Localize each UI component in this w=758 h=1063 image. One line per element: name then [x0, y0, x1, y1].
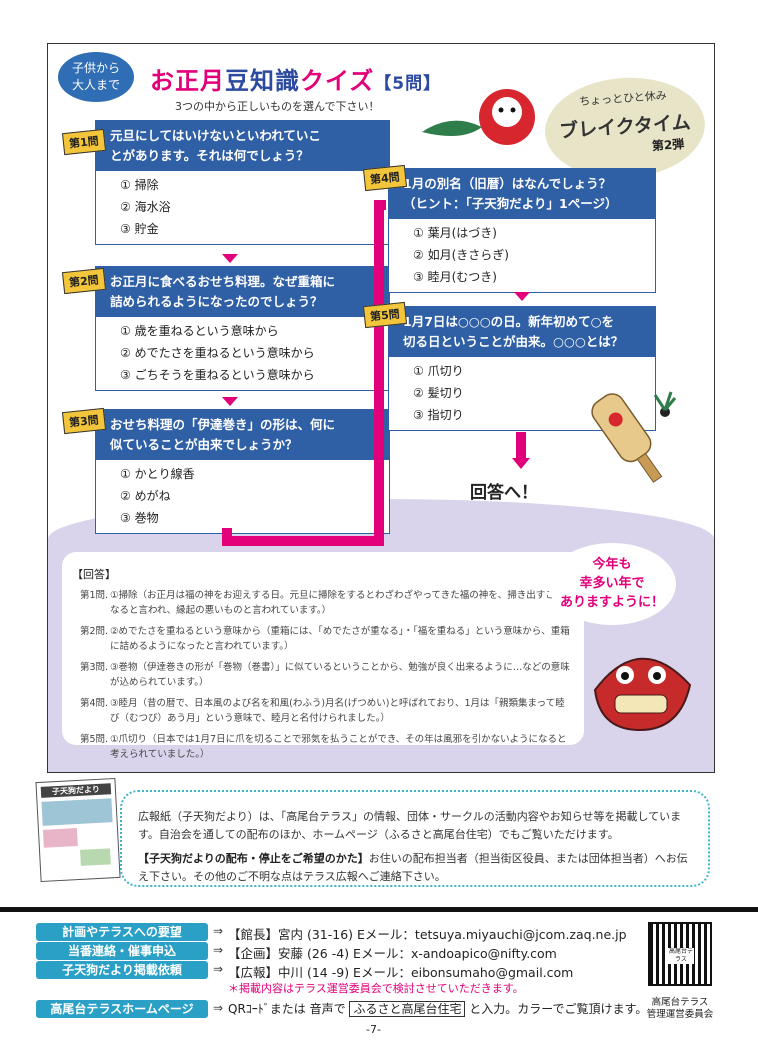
- question-tag: 第4問: [362, 164, 407, 192]
- quiz-subtitle: 3つの中から正しいものを選んで下さい！: [175, 100, 380, 113]
- answers-heading: 【回答】: [72, 568, 116, 581]
- question-tag: 第1問: [61, 128, 106, 156]
- question-5: 1月7日は○○○の日。新年初めて○を切る日ということが由来。○○○とは？ ① 爪…: [388, 306, 656, 431]
- answers-box: 【回答】 第1問.①掃除（お正月は福の神をお迎えする日。元旦に掃除をするとわざわ…: [62, 552, 584, 760]
- question-4: 1月の別名（旧暦）はなんでしょう？（ヒント：「子天狗だより」1ページ） ① 葉月…: [388, 168, 656, 293]
- hagoita-illustration: [591, 391, 677, 483]
- option: ③ 貯金: [120, 222, 159, 236]
- page-number: -7-: [366, 1023, 381, 1036]
- option: ③ 巻物: [120, 511, 159, 525]
- quiz-title: お正月豆知識クイズ【5問】: [150, 67, 442, 95]
- option: ③ 睦月(むつき): [413, 270, 497, 284]
- question-1: 元旦にしてはいけないといわれていことがあります。それは何でしょう？ ① 掃除 ②…: [95, 120, 390, 245]
- connector-line: [374, 200, 386, 210]
- answer-row: 第5問.①爪切り（日本では1月7日に爪を切ることで邪気を払うことができ、その年は…: [80, 734, 567, 760]
- question-text: 元旦にしてはいけないといわれていことがあります。それは何でしょう？: [96, 121, 389, 171]
- info-paragraph: 【子天狗だよりの配布・停止をご希望のかた】お住いの配布担当者（担当街区役員、また…: [138, 852, 688, 883]
- option: ② めがね: [120, 489, 171, 503]
- answer-row: 第3問.③巻物（伊達巻きの形が「巻物（巻書）」に似ているということから、勉強が良…: [80, 662, 570, 688]
- arrow-right-icon: ⇒: [213, 962, 224, 976]
- option: ② 海水浴: [120, 200, 171, 214]
- option: ③ 指切り: [413, 408, 464, 422]
- answer-row: 第2問.②めでたさを重ねるという意味から（重箱には、「めでたさが重なる」・「福を…: [80, 626, 570, 652]
- divider: [0, 907, 758, 912]
- contact-tag: 当番連絡・催事申込: [36, 942, 208, 960]
- question-text: お正月に食べるおせち料理。なぜ重箱に詰められるようになったのでしょう？: [96, 267, 389, 317]
- arrow-right-icon: ⇒: [213, 943, 224, 957]
- question-3: おせち料理の「伊達巻き」の形は、何に似ていることが由来でしょうか？ ① かとり線…: [95, 409, 390, 534]
- homepage-tag: 高尾台テラスホームページ: [36, 1000, 208, 1018]
- question-text: おせち料理の「伊達巻き」の形は、何に似ていることが由来でしょうか？: [96, 410, 389, 460]
- answer-row: 第1問.①掃除（お正月は福の神をお迎えする日。元旦に掃除をするとわざわざやってき…: [80, 590, 574, 616]
- info-paragraph: 広報紙（子天狗だより）は、「高尾台テラス」の情報、団体・サークルの活動内容やお知…: [138, 810, 682, 841]
- option: ① かとり線香: [120, 467, 195, 481]
- contact-tag: 子天狗だより掲載依頼: [36, 961, 208, 979]
- option: ① 爪切り: [413, 364, 464, 378]
- option: ① 葉月(はづき): [413, 226, 497, 240]
- connector-line: [222, 536, 384, 546]
- answer-row: 第4問.③睦月（昔の暦で、日本風のよび名を和風(わふう)月名(げつめい)と呼ばれ…: [80, 698, 565, 724]
- organization-name: 高尾台テラス 管理運営委員会: [646, 997, 714, 1020]
- down-arrow-icon: [514, 292, 530, 301]
- question-text: 1月の別名（旧暦）はなんでしょう？（ヒント：「子天狗だより」1ページ）: [389, 169, 655, 219]
- homepage-instructions: QRｺｰﾄﾞまたは 音声で ふるさと高尾台住宅 と入力。カラーでご覧頂けます。: [228, 1001, 648, 1017]
- down-arrow-icon: [512, 458, 530, 469]
- option: ① 歳を重ねるという意味から: [120, 324, 279, 338]
- qr-code[interactable]: 高尾台テラス: [648, 922, 712, 986]
- option: ② 髪切り: [413, 386, 464, 400]
- arrow-right-icon: ⇒: [213, 1001, 224, 1015]
- arrow-right-icon: ⇒: [213, 924, 224, 938]
- question-text: 1月7日は○○○の日。新年初めて○を切る日ということが由来。○○○とは？: [389, 307, 655, 357]
- down-arrow-icon: [222, 397, 238, 406]
- question-tag: 第3問: [61, 407, 106, 435]
- shishimai-illustration: [593, 657, 692, 732]
- option: ② 如月(きさらぎ): [413, 248, 509, 262]
- option: ③ ごちそうを重ねるという意味から: [120, 368, 315, 382]
- contact-tag: 計画やテラスへの要望: [36, 923, 208, 941]
- to-answers-label: 回答へ！: [470, 483, 538, 503]
- connector-line: [374, 200, 384, 546]
- down-arrow-icon: [222, 254, 238, 263]
- contact-info: 【企画】安藤 (26 -4) Eメール：x-andoapico@nifty.co…: [228, 946, 557, 961]
- question-tag: 第2問: [61, 267, 106, 295]
- newsletter-info-box: 広報紙（子天狗だより）は、「高尾台テラス」の情報、団体・サークルの活動内容やお知…: [120, 790, 710, 887]
- publication-note: ＊掲載内容はテラス運営委員会で検討させていただきます。: [228, 982, 524, 995]
- option: ① 掃除: [120, 178, 159, 192]
- newsletter-thumbnail: 子天狗だより: [35, 777, 121, 883]
- connector-line: [516, 432, 526, 458]
- daruma-illustration: [422, 89, 535, 145]
- question-2: お正月に食べるおせち料理。なぜ重箱に詰められるようになったのでしょう？ ① 歳を…: [95, 266, 390, 391]
- option: ② めでたさを重ねるという意味から: [120, 346, 315, 360]
- new-year-bubble: 今年も 幸多い年で ありますように！: [548, 543, 676, 625]
- contact-info: 【館長】宮内 (31-16) Eメール：tetsuya.miyauchi@jco…: [228, 927, 627, 942]
- question-tag: 第5問: [362, 301, 407, 329]
- contact-info: 【広報】中川 (14 -9) Eメール：eibonsumaho@gmail.co…: [228, 965, 574, 980]
- audience-badge: 子供から 大人まで: [58, 52, 134, 102]
